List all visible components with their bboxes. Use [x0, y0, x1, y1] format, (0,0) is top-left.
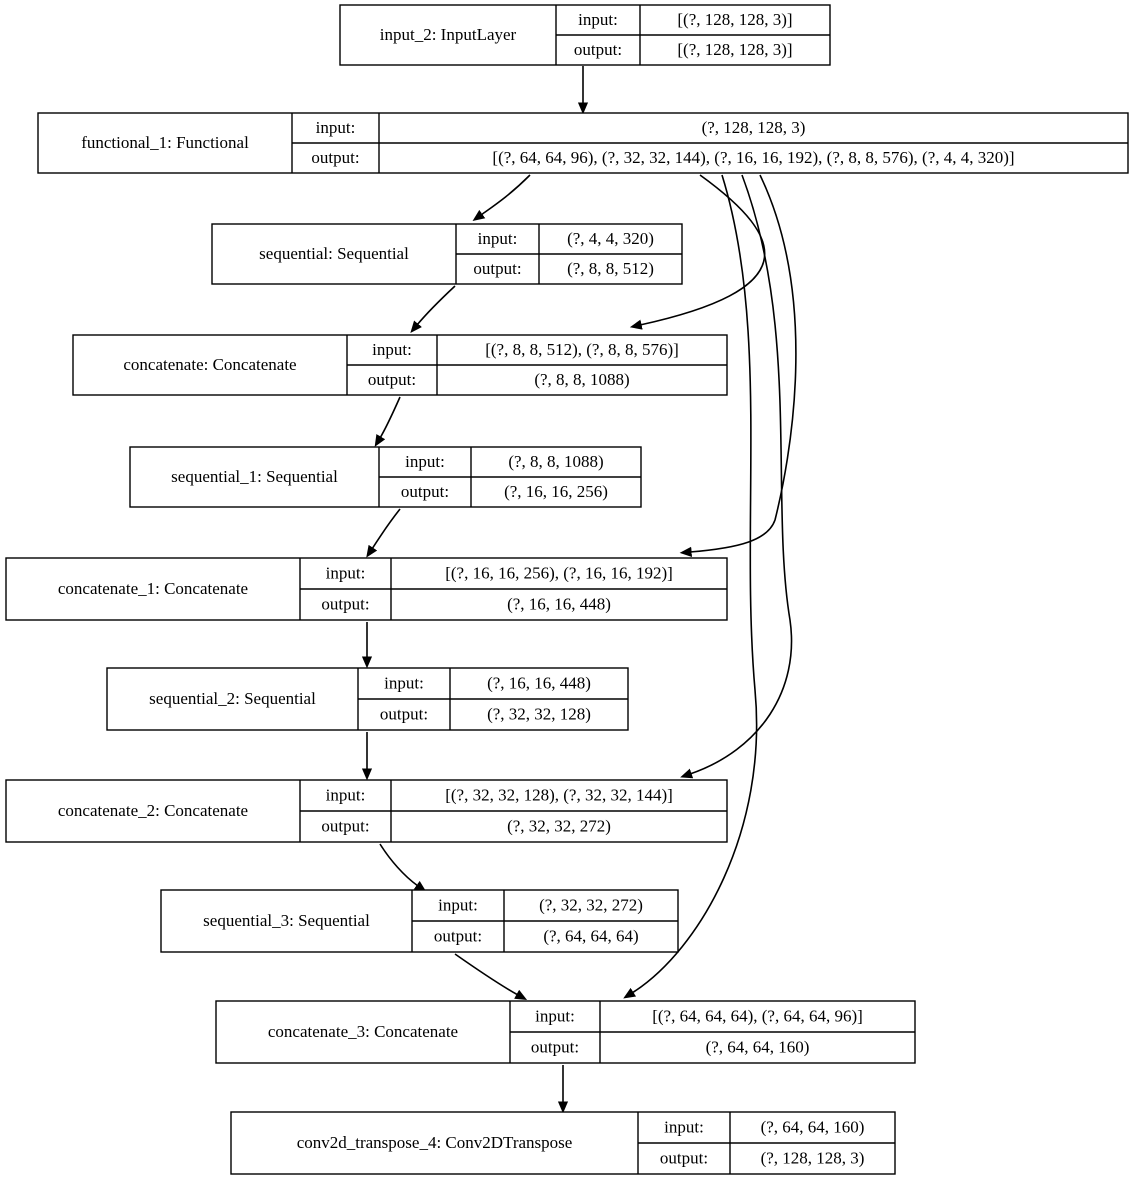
shape-input-sequential: (?, 4, 4, 320) [567, 229, 654, 248]
node-name-functional_1: functional_1: Functional [81, 133, 249, 152]
row-label-output-concatenate_2: output: [321, 816, 369, 835]
shape-output-sequential_1: (?, 16, 16, 256) [504, 482, 608, 501]
shape-output-sequential_2: (?, 32, 32, 128) [487, 704, 591, 723]
node-concatenate[interactable]: concatenate: Concatenate input: output: [(?… [72, 334, 728, 396]
shape-input-concatenate: [(?, 8, 8, 512), (?, 8, 8, 576)] [485, 340, 679, 359]
row-label-input-functional_1: input: [316, 118, 356, 137]
edge-functional_1-to-concatenate_3 [623, 174, 758, 999]
row-label-input-sequential_1: input: [405, 452, 445, 471]
shape-output-concatenate_1: (?, 16, 16, 448) [507, 594, 611, 613]
row-label-output-concatenate_1: output: [321, 594, 369, 613]
shape-input-conv2d_transpose_4: (?, 64, 64, 160) [761, 1117, 865, 1136]
node-functional_1[interactable]: functional_1: Functional input: output: (?,… [37, 112, 1129, 174]
node-concatenate_3[interactable]: concatenate_3: Concatenate input: output: [… [215, 1000, 916, 1064]
row-label-input-input_2: input: [578, 10, 618, 29]
shape-output-conv2d_transpose_4: (?, 128, 128, 3) [761, 1148, 865, 1167]
shape-input-concatenate_1: [(?, 16, 16, 256), (?, 16, 16, 192)] [445, 563, 673, 582]
shape-output-sequential_3: (?, 64, 64, 64) [543, 926, 638, 945]
row-label-input-concatenate_2: input: [326, 785, 366, 804]
shape-output-functional_1: [(?, 64, 64, 96), (?, 32, 32, 144), (?, … [492, 148, 1014, 167]
row-label-output-sequential_2: output: [380, 704, 428, 723]
node-name-sequential_3: sequential_3: Sequential [203, 911, 370, 930]
node-name-sequential: sequential: Sequential [259, 244, 409, 263]
node-input_2[interactable]: input_2: InputLayer input: output: [(?, 128… [339, 4, 831, 66]
node-sequential_2[interactable]: sequential_2: Sequential input: output: (?,… [106, 667, 629, 731]
node-name-sequential_1: sequential_1: Sequential [171, 467, 338, 486]
node-sequential[interactable]: sequential: Sequential input: output: (?, 4… [211, 223, 683, 285]
edge-functional_1-to-sequential [472, 174, 531, 222]
shape-input-sequential_1: (?, 8, 8, 1088) [508, 452, 603, 471]
row-label-output-conv2d_transpose_4: output: [660, 1148, 708, 1167]
node-sequential_3[interactable]: sequential_3: Sequential input: output: (?,… [160, 889, 679, 953]
node-concatenate_1[interactable]: concatenate_1: Concatenate input: output: [… [5, 557, 728, 621]
shape-input-functional_1: (?, 128, 128, 3) [702, 118, 806, 137]
shape-output-sequential: (?, 8, 8, 512) [567, 259, 654, 278]
shape-input-sequential_2: (?, 16, 16, 448) [487, 673, 591, 692]
shape-input-concatenate_2: [(?, 32, 32, 128), (?, 32, 32, 144)] [445, 785, 673, 804]
edge-sequential_3-to-concatenate_3 [454, 953, 528, 1001]
node-name-concatenate_2: concatenate_2: Concatenate [58, 801, 248, 820]
edge-sequential-to-concatenate [410, 285, 456, 333]
shape-input-input_2: [(?, 128, 128, 3)] [677, 10, 792, 29]
shape-output-input_2: [(?, 128, 128, 3)] [677, 40, 792, 59]
shape-input-sequential_3: (?, 32, 32, 272) [539, 895, 643, 914]
node-concatenate_2[interactable]: concatenate_2: Concatenate input: output: [… [5, 779, 728, 843]
node-name-conv2d_transpose_4: conv2d_transpose_4: Conv2DTranspose [297, 1133, 573, 1152]
edge-functional_1-to-concatenate_1 [679, 174, 797, 557]
edge-concatenate-to-sequential_1 [374, 396, 401, 447]
row-label-input-conv2d_transpose_4: input: [664, 1117, 704, 1136]
row-label-input-concatenate: input: [372, 340, 412, 359]
node-name-concatenate_3: concatenate_3: Concatenate [268, 1022, 458, 1041]
row-label-input-concatenate_1: input: [326, 563, 366, 582]
row-label-output-concatenate_3: output: [531, 1037, 579, 1056]
shape-input-concatenate_3: [(?, 64, 64, 64), (?, 64, 64, 96)] [652, 1006, 863, 1025]
row-label-output-sequential_1: output: [401, 482, 449, 501]
row-label-output-functional_1: output: [311, 148, 359, 167]
edges-group [361, 66, 797, 1114]
row-label-output-concatenate: output: [368, 370, 416, 389]
nodes-group: input_2: InputLayer input: output: [(?, 128… [5, 4, 1129, 1175]
row-label-input-concatenate_3: input: [535, 1006, 575, 1025]
node-name-input_2: input_2: InputLayer [380, 25, 517, 44]
row-label-input-sequential_2: input: [384, 673, 424, 692]
edge-sequential_1-to-concatenate_1 [366, 508, 401, 558]
row-label-output-input_2: output: [574, 40, 622, 59]
node-conv2d_transpose_4[interactable]: conv2d_transpose_4: Conv2DTranspose input… [230, 1111, 896, 1175]
edge-concatenate_2-to-sequential_3 [379, 843, 427, 893]
node-name-concatenate: concatenate: Concatenate [123, 355, 296, 374]
shape-output-concatenate_3: (?, 64, 64, 160) [706, 1037, 810, 1056]
row-label-input-sequential: input: [478, 229, 518, 248]
edge-functional_1-to-concatenate [629, 174, 766, 330]
node-name-concatenate_1: concatenate_1: Concatenate [58, 579, 248, 598]
row-label-output-sequential_3: output: [434, 926, 482, 945]
node-sequential_1[interactable]: sequential_1: Sequential input: output: (?,… [129, 446, 642, 508]
shape-output-concatenate: (?, 8, 8, 1088) [534, 370, 629, 389]
row-label-input-sequential_3: input: [438, 895, 478, 914]
row-label-output-sequential: output: [473, 259, 521, 278]
node-name-sequential_2: sequential_2: Sequential [149, 689, 316, 708]
shape-output-concatenate_2: (?, 32, 32, 272) [507, 816, 611, 835]
